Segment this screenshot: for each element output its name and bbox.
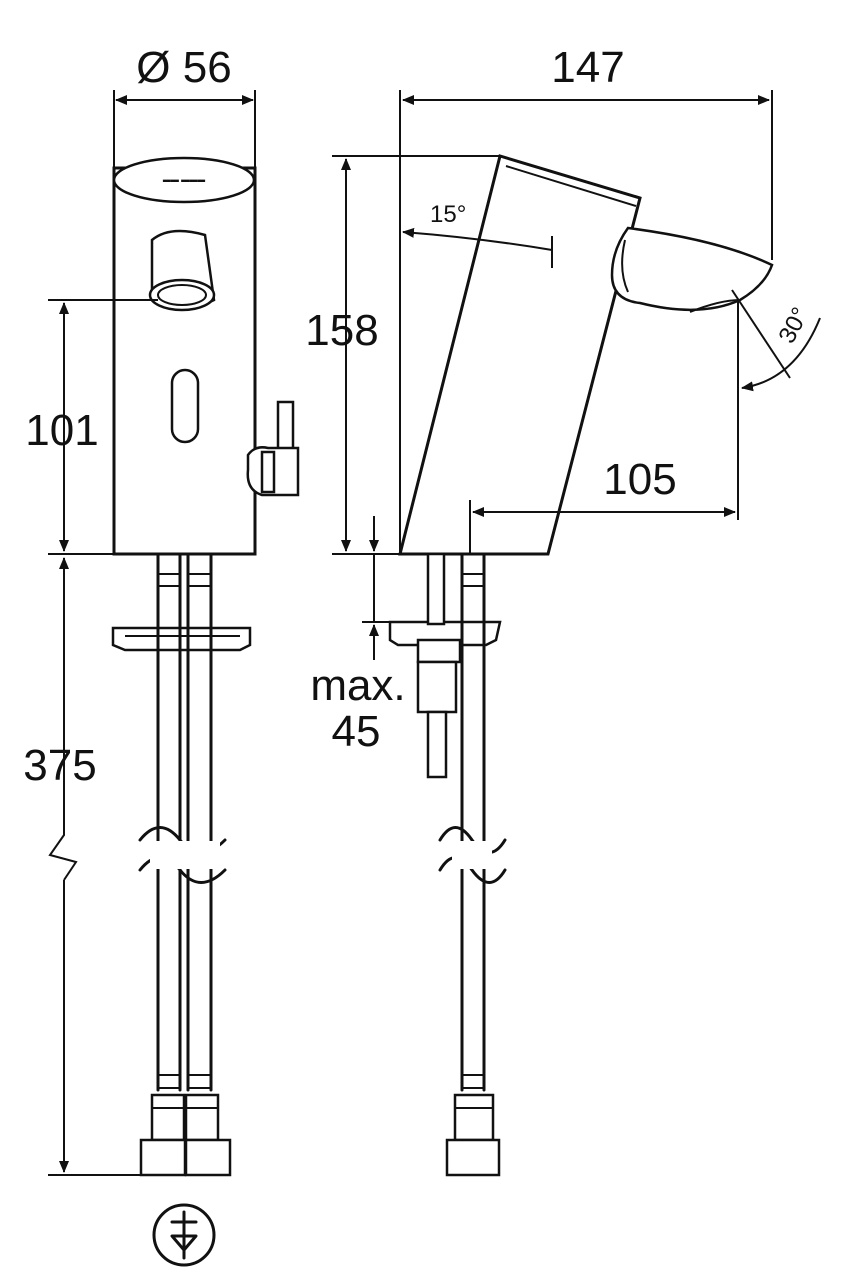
sensor-window (170, 368, 200, 444)
max-value-label: 45 (332, 707, 381, 756)
mounting-bracket-side (388, 620, 502, 664)
temperature-lever (246, 400, 300, 497)
side-view (388, 154, 774, 1177)
supply-hoses-front (138, 552, 227, 1092)
height-label: 158 (305, 306, 378, 355)
tilt-angle-label: 15° (430, 201, 466, 228)
faucet-body-front (112, 166, 257, 556)
front-view: ▬▬ ▬▬▬ (111, 156, 300, 1267)
hose-nut-side (445, 1093, 501, 1177)
hose-nuts-front (139, 1093, 232, 1177)
front-dimensions: Ø 56 101 375 (23, 43, 256, 1176)
spout (610, 226, 774, 313)
top-cap (112, 156, 256, 204)
diameter-label: Ø 56 (136, 43, 231, 92)
hose-length-label: 375 (23, 741, 96, 790)
side-dimensions: 147 158 15° 30° 105 max. 45 (305, 43, 821, 756)
outlet-height-label: 101 (25, 406, 98, 455)
threaded-rod (416, 552, 458, 779)
supply-hose-side (438, 552, 507, 1092)
flow-direction-symbol (152, 1203, 216, 1267)
overall-reach-label: 147 (551, 43, 624, 92)
max-label: max. (310, 661, 405, 710)
spout-projection-label: 105 (603, 455, 676, 504)
aerator (148, 229, 216, 312)
cap-logo: ▬▬ ▬▬▬ (163, 175, 205, 184)
